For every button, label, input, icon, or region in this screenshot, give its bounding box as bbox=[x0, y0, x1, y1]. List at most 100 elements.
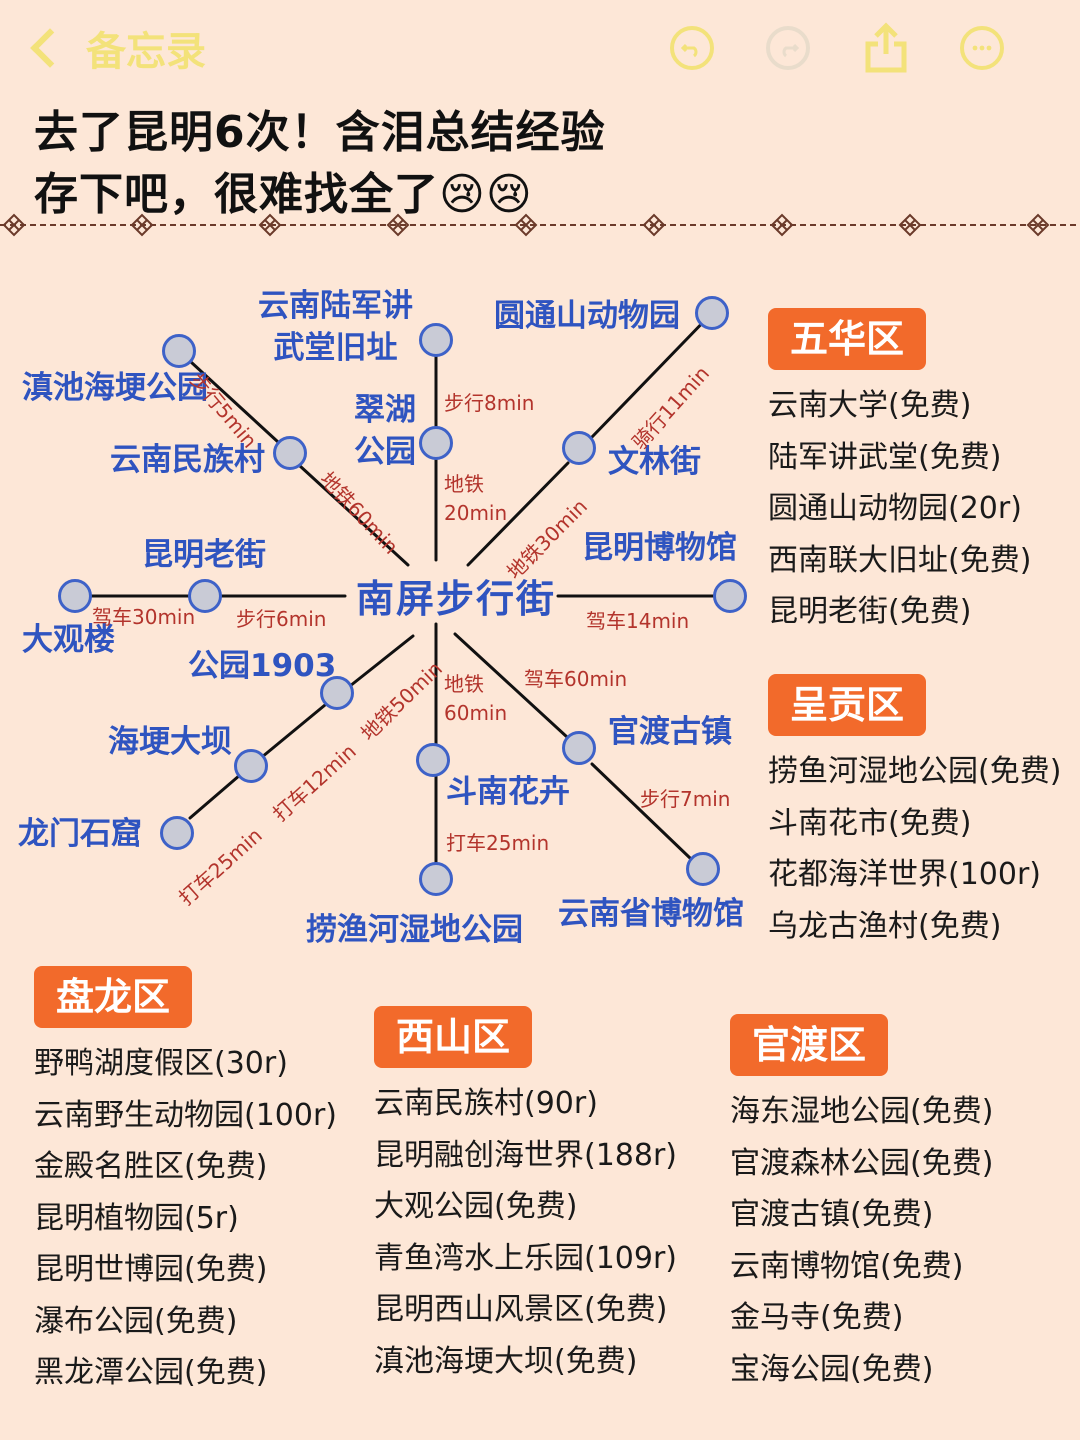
list-item: 昆明世博园(免费) bbox=[34, 1252, 268, 1287]
more-icon[interactable] bbox=[960, 26, 1004, 70]
list-item: 云南博物馆(免费) bbox=[730, 1248, 964, 1284]
decorative-divider bbox=[0, 213, 1080, 237]
list-item: 圆通山动物园(20r) bbox=[768, 491, 1022, 526]
map-node-laojie bbox=[188, 579, 222, 613]
list-item: 昆明融创海世界(188r) bbox=[374, 1137, 678, 1173]
district-badge-panlong: 盘龙区 bbox=[34, 966, 192, 1028]
list-item: 宝海公园(免费) bbox=[730, 1351, 934, 1387]
place-laoyuhe: 捞渔河湿地公园 bbox=[306, 912, 523, 948]
route-label-r14: 打车25min bbox=[446, 831, 550, 855]
place-minzucun: 云南民族村 bbox=[110, 442, 265, 478]
knot-ornament bbox=[130, 213, 154, 237]
map-node-wenlin bbox=[562, 431, 596, 465]
back-button[interactable]: 备忘录 bbox=[30, 18, 206, 78]
map-node-provmuseum bbox=[686, 852, 720, 886]
undo-icon[interactable] bbox=[670, 26, 714, 70]
place-dianchi: 滇池海埂公园 bbox=[22, 370, 208, 406]
place-longmen: 龙门石窟 bbox=[18, 816, 142, 852]
list-item: 云南大学(免费) bbox=[768, 388, 972, 423]
knot-ornament bbox=[1026, 213, 1050, 237]
route-label-r7: 驾车30min bbox=[92, 605, 196, 629]
place-dounan: 斗南花卉 bbox=[446, 774, 570, 810]
route-label-r13: 地铁 60min bbox=[444, 672, 508, 725]
list-item: 黑龙潭公园(免费) bbox=[34, 1355, 268, 1390]
map-node-bowuguan bbox=[713, 579, 747, 613]
list-item: 云南民族村(90r) bbox=[374, 1086, 598, 1121]
map-node-cuihu bbox=[419, 426, 453, 460]
knot-ornament bbox=[642, 213, 666, 237]
map-center-label: 南屏步行街 bbox=[356, 577, 557, 621]
place-laojie: 昆明老街 bbox=[142, 537, 266, 573]
list-item: 昆明老街(免费) bbox=[768, 594, 972, 629]
map-node-longmen bbox=[160, 816, 194, 850]
place-provmuseum: 云南省博物馆 bbox=[558, 896, 744, 932]
place-daguanlou: 大观楼 bbox=[22, 622, 115, 658]
list-item: 乌龙古渔村(免费) bbox=[768, 908, 1002, 944]
district-badge-guandu: 官渡区 bbox=[730, 1014, 888, 1076]
note-title-line-1: 去了昆明6次！含泪总结经验 bbox=[34, 107, 606, 158]
list-item: 花都海洋世界(100r) bbox=[768, 857, 1042, 892]
map-node-daguanlou bbox=[58, 579, 92, 613]
map-node-haigeng bbox=[234, 749, 268, 783]
district-badge-xishan: 西山区 bbox=[374, 1006, 532, 1068]
list-item: 大观公园(免费) bbox=[374, 1189, 578, 1224]
list-item: 西南联大旧址(免费) bbox=[768, 542, 1032, 578]
list-item: 官渡古镇(免费) bbox=[730, 1197, 934, 1232]
knot-ornament bbox=[386, 213, 410, 237]
district-list-panlong: 野鸭湖度假区(30r) 云南野生动物园(100r) 金殿名胜区(免费) 昆明植物… bbox=[34, 1038, 337, 1399]
place-park1903: 公园1903 bbox=[188, 648, 337, 684]
list-item: 瀑布公园(免费) bbox=[34, 1303, 238, 1339]
place-guandu: 官渡古镇 bbox=[608, 714, 732, 750]
top-toolbar: 备忘录 bbox=[0, 0, 1080, 96]
route-label-r8: 步行6min bbox=[236, 607, 327, 631]
place-haigeng: 海埂大坝 bbox=[108, 724, 232, 760]
list-item: 捞鱼河湿地公园(免费) bbox=[768, 754, 1062, 789]
route-label-r15: 驾车60min bbox=[524, 667, 628, 691]
list-item: 金马寺(免费) bbox=[730, 1300, 904, 1335]
redo-icon[interactable] bbox=[766, 26, 810, 70]
map-node-guandu bbox=[562, 731, 596, 765]
route-label-r4: 地铁 20min bbox=[444, 472, 508, 525]
knot-ornament bbox=[898, 213, 922, 237]
place-yuantong: 圆通山动物园 bbox=[494, 298, 680, 334]
list-item: 青鱼湾水上乐园(109r) bbox=[374, 1240, 678, 1276]
place-bowuguan: 昆明博物馆 bbox=[582, 530, 737, 566]
place-wenlin: 文林街 bbox=[608, 444, 701, 480]
share-icon[interactable] bbox=[862, 22, 910, 74]
list-item: 金殿名胜区(免费) bbox=[34, 1149, 268, 1184]
knot-ornament bbox=[770, 213, 794, 237]
district-badge-wuhua: 五华区 bbox=[768, 308, 926, 370]
map-node-dianchi bbox=[162, 334, 196, 368]
list-item: 官渡森林公园(免费) bbox=[730, 1145, 994, 1181]
map-node-park1903 bbox=[320, 676, 354, 710]
place-lujun: 云南陆军讲 武堂旧址 bbox=[258, 288, 413, 366]
route-label-r3: 步行8min bbox=[444, 391, 535, 415]
route-label-r9: 驾车14min bbox=[586, 609, 690, 633]
list-item: 海东湿地公园(免费) bbox=[730, 1094, 994, 1129]
knot-ornament bbox=[258, 213, 282, 237]
route-label-r16: 步行7min bbox=[640, 787, 731, 811]
district-list-wuhua: 云南大学(免费) 陆军讲武堂(免费) 圆通山动物园(20r) 西南联大旧址(免费… bbox=[768, 380, 1031, 638]
district-list-chenggong: 捞鱼河湿地公园(免费) 斗南花市(免费) 花都海洋世界(100r) 乌龙古渔村(… bbox=[768, 746, 1061, 952]
list-item: 斗南花市(免费) bbox=[768, 805, 972, 841]
note-title-line-2: 存下吧，很难找全了😢😢 bbox=[34, 169, 533, 220]
list-item: 昆明西山风景区(免费) bbox=[374, 1292, 668, 1327]
list-item: 云南野生动物园(100r) bbox=[34, 1097, 338, 1133]
district-badge-chenggong: 呈贡区 bbox=[768, 674, 926, 736]
list-item: 野鸭湖度假区(30r) bbox=[34, 1046, 288, 1081]
back-label: 备忘录 bbox=[86, 29, 206, 75]
district-list-xishan: 云南民族村(90r) 昆明融创海世界(188r) 大观公园(免费) 青鱼湾水上乐… bbox=[374, 1078, 677, 1387]
list-item: 滇池海埂大坝(免费) bbox=[374, 1343, 638, 1379]
list-item: 陆军讲武堂(免费) bbox=[768, 439, 1002, 475]
map-node-dounan bbox=[416, 743, 450, 777]
place-cuihu: 翠湖 公园 bbox=[354, 392, 416, 470]
map-node-yuantong bbox=[695, 296, 729, 330]
district-list-guandu: 海东湿地公园(免费) 官渡森林公园(免费) 官渡古镇(免费) 云南博物馆(免费)… bbox=[730, 1086, 993, 1395]
map-node-laoyuhe bbox=[419, 862, 453, 896]
list-item: 昆明植物园(5r) bbox=[34, 1200, 239, 1236]
map-node-lujun bbox=[419, 323, 453, 357]
knot-ornament bbox=[2, 213, 26, 237]
map-node-minzucun bbox=[273, 436, 307, 470]
knot-ornament bbox=[514, 213, 538, 237]
